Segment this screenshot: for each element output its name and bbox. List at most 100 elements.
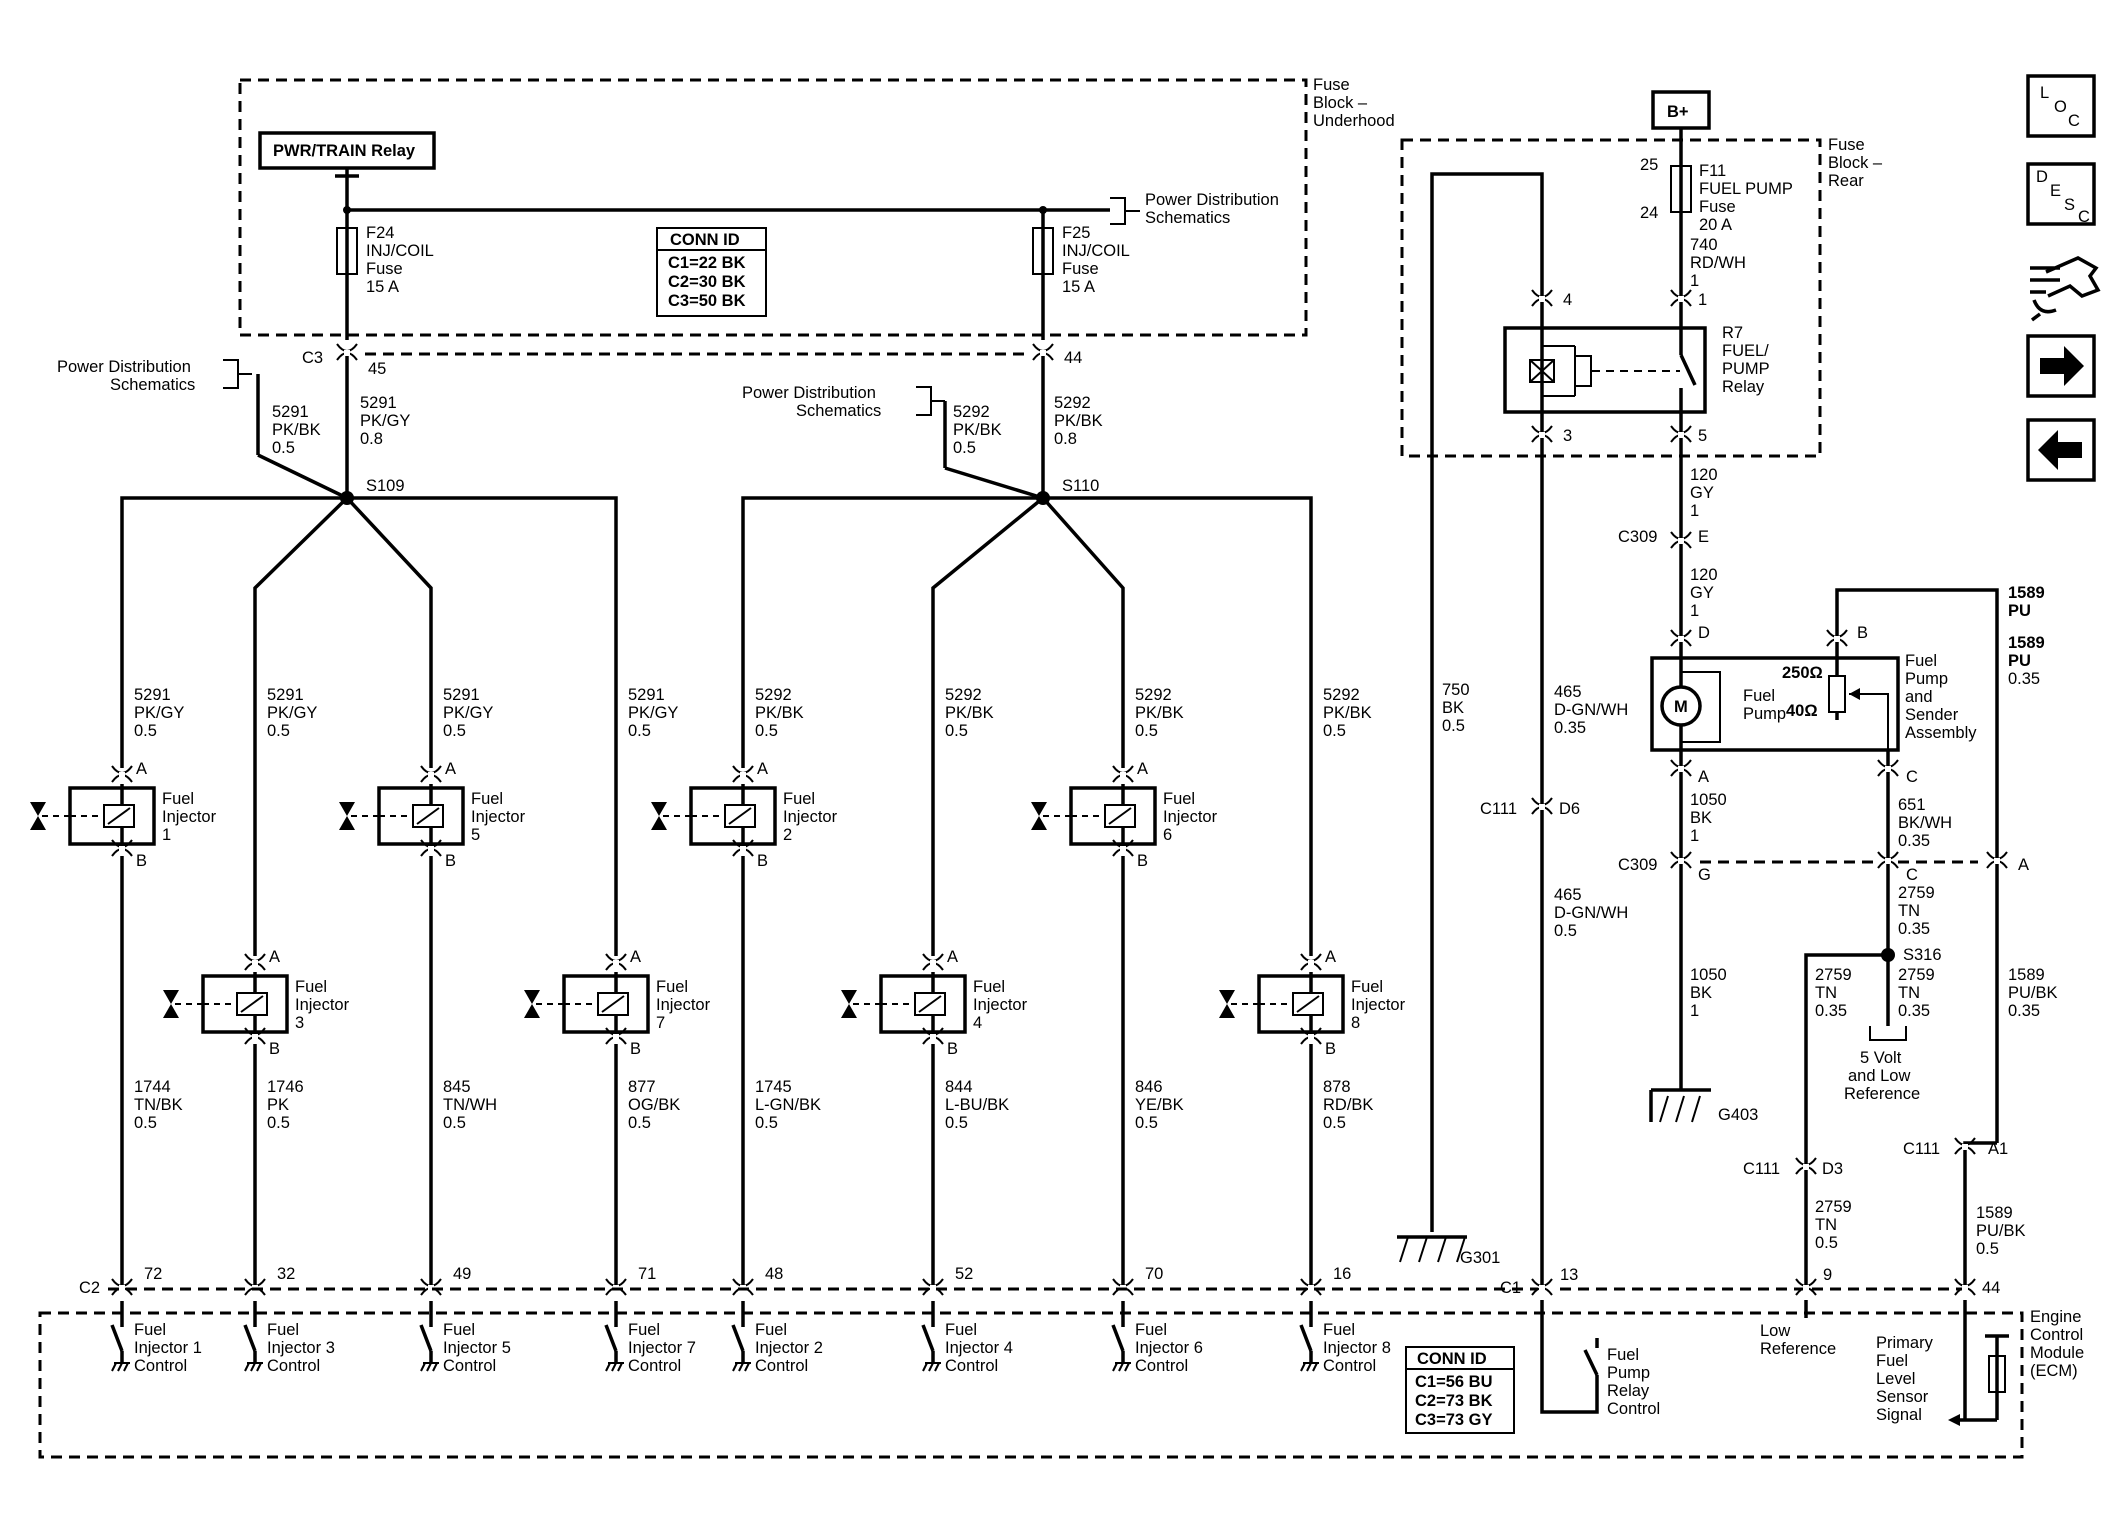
injector-feed-wire-label: PK/BK bbox=[755, 704, 804, 722]
connector-plug-icon[interactable] bbox=[2030, 256, 2101, 322]
ecm-driver-label: Injector 1 bbox=[134, 1339, 202, 1357]
svg-text:Level: Level bbox=[1876, 1370, 1915, 1388]
svg-text:Engine: Engine bbox=[2030, 1308, 2081, 1326]
ecm-label: Engine Control Module (ECM) bbox=[2030, 1308, 2084, 1380]
svg-text:Pump: Pump bbox=[1905, 670, 1948, 688]
svg-text:PK/BK: PK/BK bbox=[272, 421, 321, 439]
injector-feed-wire-label: 0.5 bbox=[134, 722, 157, 740]
injector-pin-a: A bbox=[757, 760, 768, 778]
svg-text:PU: PU bbox=[2008, 602, 2031, 620]
svg-text:D: D bbox=[2036, 168, 2048, 186]
injector-pin-b: B bbox=[445, 852, 456, 870]
injector-number: 3 bbox=[295, 1014, 304, 1032]
description-button[interactable]: D E S C bbox=[2026, 162, 2096, 226]
battery-label: B+ bbox=[1667, 103, 1689, 121]
ecm-pin-number: 70 bbox=[1145, 1265, 1163, 1283]
svg-text:(ECM): (ECM) bbox=[2030, 1362, 2078, 1380]
ecm-pin-number: 48 bbox=[765, 1265, 783, 1283]
svg-text:C1=56 BU: C1=56 BU bbox=[1415, 1373, 1493, 1391]
injector-name: Injector bbox=[656, 996, 711, 1014]
svg-text:Primary: Primary bbox=[1876, 1334, 1934, 1352]
injector-feed-wire-label: 5291 bbox=[134, 686, 171, 704]
injector-name: Fuel bbox=[471, 790, 503, 808]
svg-text:CONN ID: CONN ID bbox=[1417, 1350, 1487, 1368]
fuel-injector-4: ABFuelInjector45292PK/BK0.5844L-BU/BK0.5… bbox=[841, 496, 1045, 1375]
fuel-injector-7: ABFuelInjector75291PK/GY0.5877OG/BK0.571… bbox=[347, 496, 711, 1375]
injector-feed-wire-label: PK/BK bbox=[945, 704, 994, 722]
resistor-40-label: 40Ω bbox=[1786, 702, 1818, 720]
wire-2759-bottom-label: 2759 TN 0.5 bbox=[1815, 1198, 1852, 1252]
injector-name: Fuel bbox=[1351, 978, 1383, 996]
svg-text:1050: 1050 bbox=[1690, 791, 1727, 809]
svg-text:5291: 5291 bbox=[272, 403, 309, 421]
injector-output-wire-label: 845 bbox=[443, 1078, 471, 1096]
svg-text:0.35: 0.35 bbox=[1898, 832, 1930, 850]
wire-465-lower-label: 465 D-GN/WH 0.5 bbox=[1554, 886, 1628, 940]
fuel-pump-motor-label: Fuel Pump bbox=[1743, 687, 1786, 723]
injector-name: Injector bbox=[783, 808, 838, 826]
svg-text:Assembly: Assembly bbox=[1905, 724, 1977, 742]
injector-output-wire-label: TN/WH bbox=[443, 1096, 497, 1114]
fuse-block-underhood-label: Fuse Block – Underhood bbox=[1313, 76, 1395, 130]
ecm-driver-label: Fuel bbox=[628, 1321, 660, 1339]
injector-name: Injector bbox=[973, 996, 1028, 1014]
svg-text:Fuel: Fuel bbox=[1607, 1346, 1639, 1364]
svg-text:Fuse: Fuse bbox=[1313, 76, 1350, 94]
injector-output-wire-label: 0.5 bbox=[945, 1114, 968, 1132]
svg-text:C1=22 BK: C1=22 BK bbox=[668, 254, 746, 272]
svg-text:C2=73 BK: C2=73 BK bbox=[1415, 1392, 1493, 1410]
svg-text:L: L bbox=[2040, 84, 2049, 102]
injector-output-wire-label: OG/BK bbox=[628, 1096, 680, 1114]
svg-text:C3=73 GY: C3=73 GY bbox=[1415, 1411, 1493, 1429]
ecm-pin-13: 13 bbox=[1560, 1266, 1578, 1284]
pin-d3: D3 bbox=[1822, 1160, 1843, 1178]
primary-fuel-level-signal-label: Primary Fuel Level Sensor Signal bbox=[1876, 1334, 1934, 1424]
motor-m-label: M bbox=[1674, 698, 1688, 716]
injector-pin-b: B bbox=[136, 852, 147, 870]
location-button[interactable]: L O C bbox=[2026, 74, 2096, 138]
injector-output-wire-label: TN/BK bbox=[134, 1096, 183, 1114]
svg-text:FUEL/: FUEL/ bbox=[1722, 342, 1769, 360]
fuel-injector-8: ABFuelInjector85292PK/BK0.5878RD/BK0.516… bbox=[1043, 496, 1406, 1375]
svg-text:Signal: Signal bbox=[1876, 1406, 1922, 1424]
svg-text:0.35: 0.35 bbox=[1554, 719, 1586, 737]
svg-text:Low: Low bbox=[1760, 1322, 1790, 1340]
injector-output-wire-label: 0.5 bbox=[267, 1114, 290, 1132]
injector-output-wire-label: 0.5 bbox=[755, 1114, 778, 1132]
svg-text:1589: 1589 bbox=[2008, 584, 2045, 602]
svg-text:D-GN/WH: D-GN/WH bbox=[1554, 904, 1628, 922]
injector-feed-wire-label: 0.5 bbox=[945, 722, 968, 740]
wire-465-upper-label: 465 D-GN/WH 0.35 bbox=[1554, 683, 1628, 737]
injector-name: Fuel bbox=[783, 790, 815, 808]
ecm-driver-label: Fuel bbox=[267, 1321, 299, 1339]
pin-e: E bbox=[1698, 528, 1709, 546]
svg-text:0.35: 0.35 bbox=[2008, 1002, 2040, 1020]
injector-pin-b: B bbox=[1325, 1040, 1336, 1058]
injector-output-wire-label: 877 bbox=[628, 1078, 656, 1096]
svg-text:PU: PU bbox=[2008, 652, 2031, 670]
conn-id-table-underhood: CONN ID C1=22 BK C2=30 BK C3=50 BK bbox=[656, 227, 767, 317]
ground-g403-label: G403 bbox=[1718, 1106, 1758, 1124]
connector-c3-label: C3 bbox=[302, 349, 323, 367]
injector-feed-wire-label: PK/GY bbox=[628, 704, 678, 722]
ecm-pin-number: 52 bbox=[955, 1265, 973, 1283]
injector-name: Fuel bbox=[295, 978, 327, 996]
injector-output-wire-label: 846 bbox=[1135, 1078, 1163, 1096]
svg-text:Fuel: Fuel bbox=[1743, 687, 1775, 705]
wire-5291-pkbk-label: 5291 PK/BK 0.5 bbox=[272, 403, 321, 457]
svg-text:C: C bbox=[2078, 208, 2090, 226]
fuel-injector-5: ABFuelInjector55291PK/GY0.5845TN/WH0.549… bbox=[339, 496, 526, 1375]
pump-pin-a: A bbox=[1698, 768, 1709, 786]
injector-name: Fuel bbox=[162, 790, 194, 808]
svg-text:1589: 1589 bbox=[2008, 966, 2045, 984]
svg-text:0.5: 0.5 bbox=[1442, 717, 1465, 735]
forward-arrow-button[interactable] bbox=[2026, 334, 2096, 398]
back-arrow-button[interactable] bbox=[2026, 418, 2096, 482]
svg-text:D-GN/WH: D-GN/WH bbox=[1554, 701, 1628, 719]
ecm-driver-label: Control bbox=[134, 1357, 187, 1375]
wire-2759-left-label: 2759 TN 0.35 bbox=[1815, 966, 1852, 1020]
svg-text:Rear: Rear bbox=[1828, 172, 1864, 190]
ecm-c1-label: C1 bbox=[1500, 1279, 1521, 1297]
svg-text:1: 1 bbox=[1690, 502, 1699, 520]
ecm-pin-number: 49 bbox=[453, 1265, 471, 1283]
